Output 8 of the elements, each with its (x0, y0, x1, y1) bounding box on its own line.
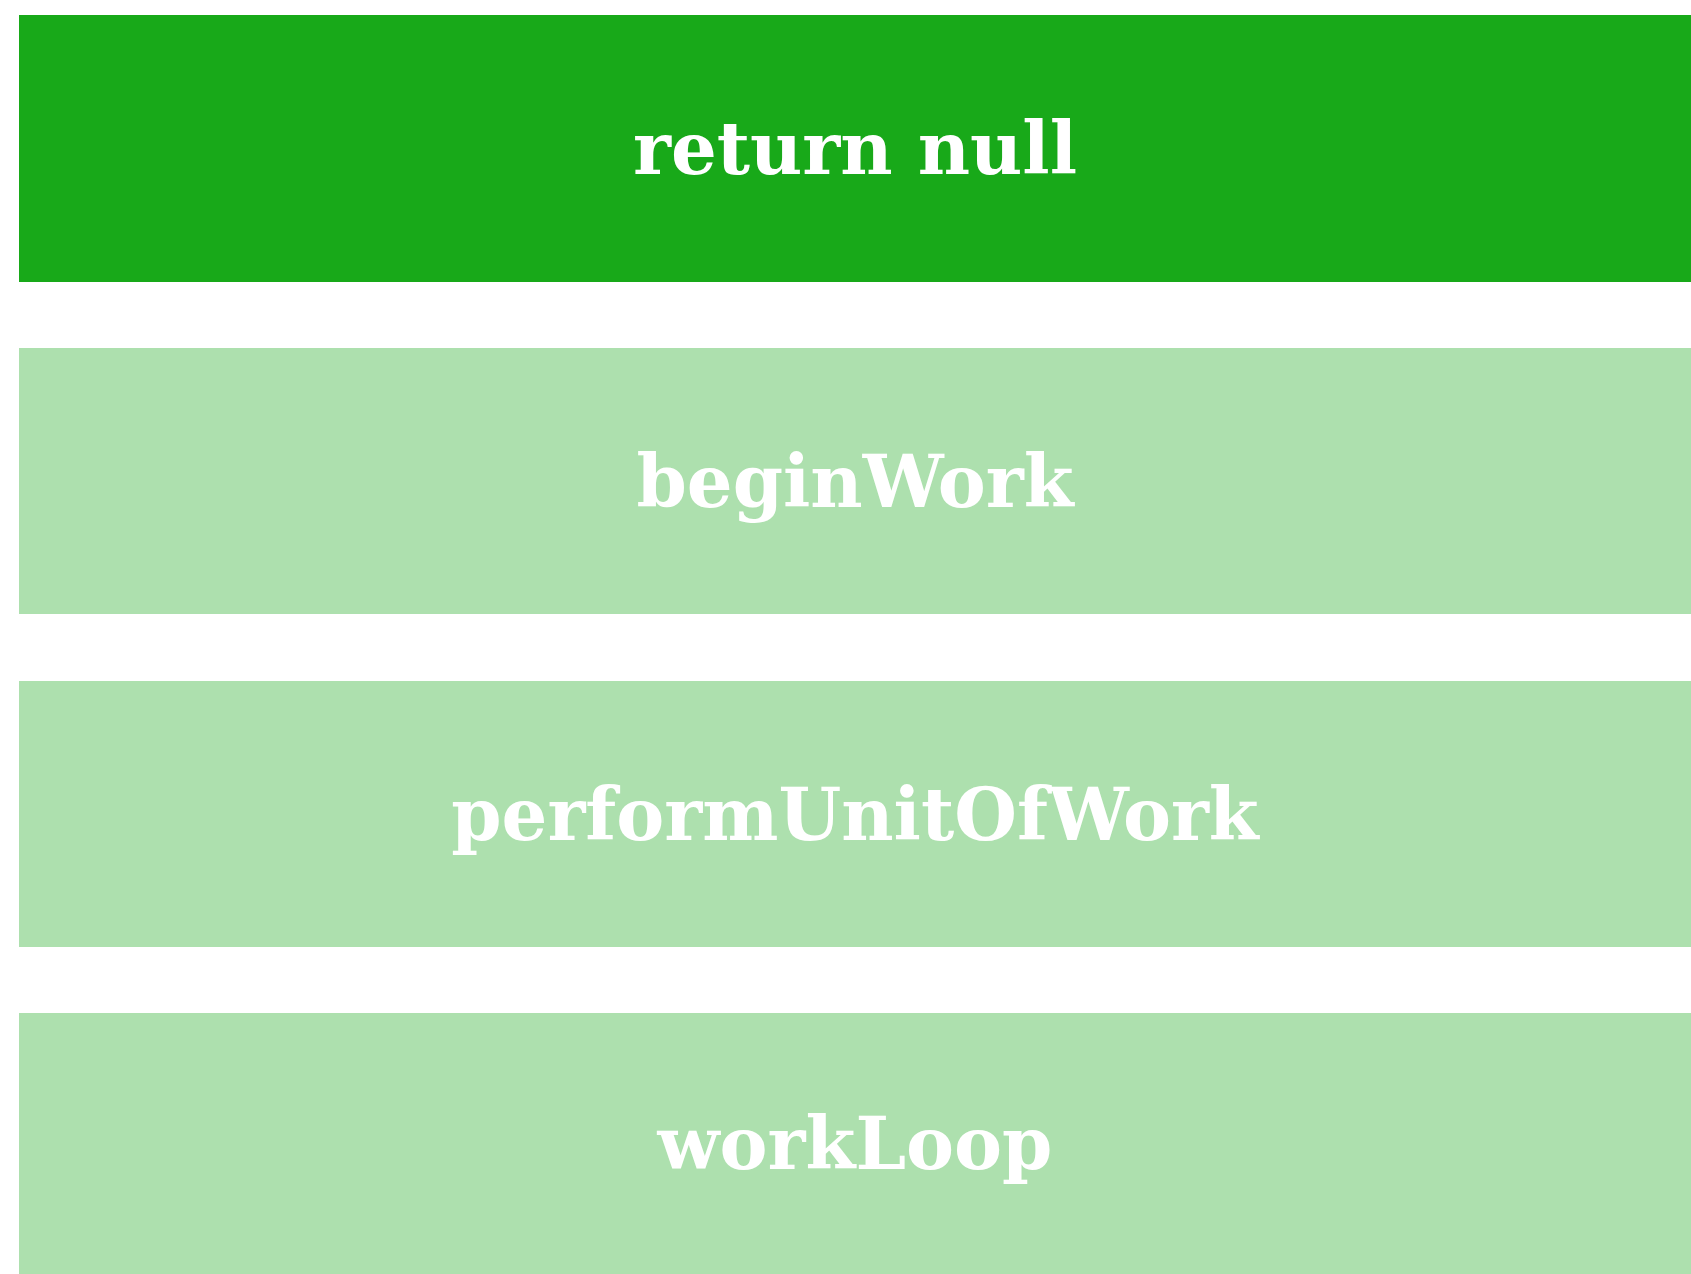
function-name: workLoop (657, 1101, 1053, 1186)
function-name: performUnitOfWork (451, 771, 1259, 857)
stack-frame-band (19, 681, 1691, 947)
stack-frame-band (19, 1013, 1691, 1274)
stack-frame-band (19, 15, 1691, 282)
stack-frame-band (19, 348, 1691, 614)
function-name: beginWork (636, 438, 1074, 524)
function-name: return null (632, 106, 1078, 191)
